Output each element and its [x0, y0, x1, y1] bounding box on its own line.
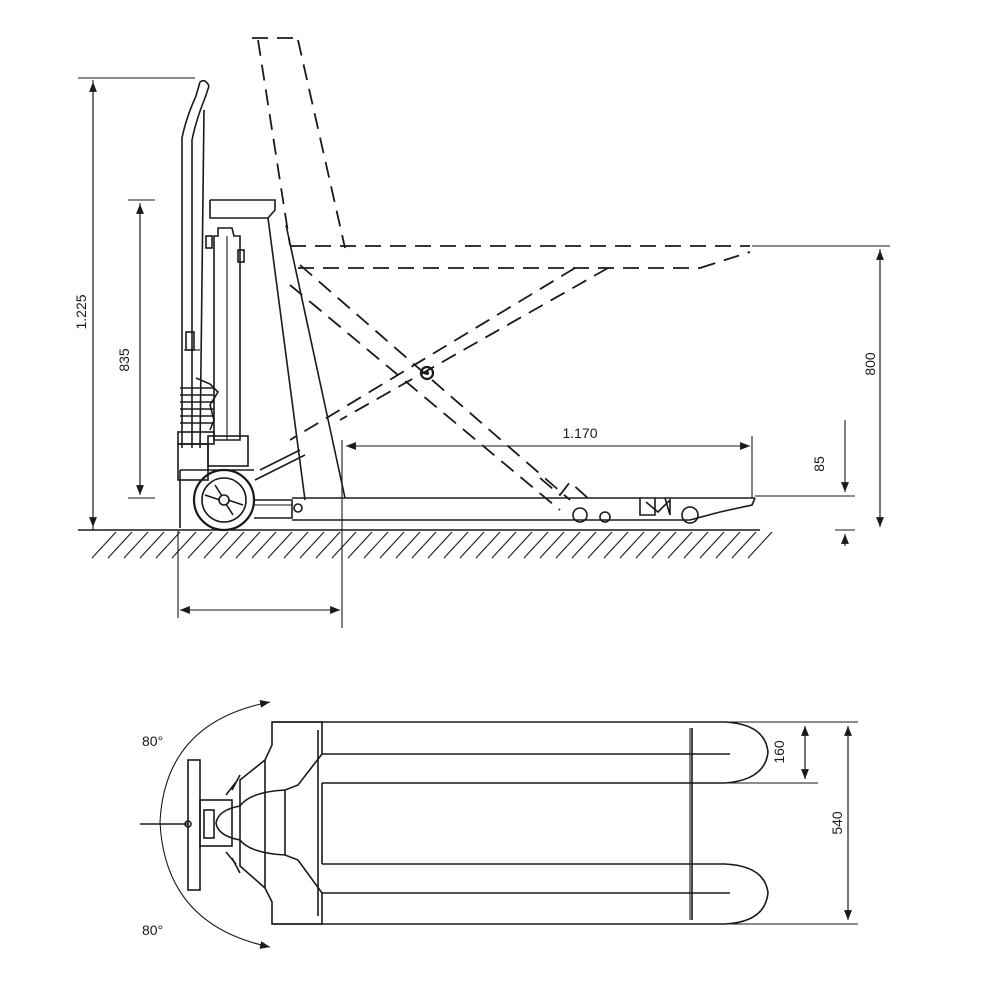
angle-label-bottom: 80° [142, 922, 163, 938]
chassis-top [215, 721, 323, 925]
ground-hatch-line [347, 531, 373, 559]
ground-hatch-line [635, 531, 661, 559]
angle-label-top: 80° [142, 733, 163, 749]
steer-wheel [179, 468, 256, 532]
dim-fork-length: 1.170 [341, 425, 753, 628]
dim-handle-height: 835 [116, 199, 155, 499]
ground-hatch-line [427, 531, 453, 559]
dim-lowered-height: 85 [755, 420, 855, 546]
ground-hatch-line [731, 531, 757, 559]
ground-hatch-line [107, 531, 133, 559]
ground-hatch-line [619, 531, 645, 559]
side-view: 1.225 835 800 85 [73, 37, 890, 628]
dim-label-lowered-height: 85 [811, 456, 827, 472]
dim-label-overall-width: 540 [829, 811, 845, 835]
dim-overall-width: 540 [728, 721, 858, 925]
ground-hatch-line [219, 531, 245, 559]
dim-lift-height: 800 [752, 245, 890, 527]
mast-body [205, 199, 346, 501]
ground-hatch-line [715, 531, 741, 559]
steering-arc: 80° 80° [142, 699, 271, 949]
dim-label-handle-height: 835 [116, 348, 132, 372]
ground-hatch-line [475, 531, 501, 559]
ground-hatch-line [459, 531, 485, 559]
ground-hatch-line [539, 531, 565, 559]
top-view: 80° 80° 160 540 [140, 699, 858, 949]
handle-top [140, 759, 241, 891]
ground-hatch-line [555, 531, 581, 559]
dim-label-lift-height: 800 [862, 352, 878, 376]
ground-hatch-line [443, 531, 469, 559]
ground-hatch-line [667, 531, 693, 559]
ground [78, 529, 773, 559]
ground-hatch-line [603, 531, 629, 559]
ground-hatch-line [235, 531, 261, 559]
ground-hatch-line [267, 531, 293, 559]
ground-hatch-line [683, 531, 709, 559]
pump-spring [177, 377, 249, 481]
dim-overall-height: 1.225 [73, 77, 195, 530]
ground-hatch-line [155, 531, 181, 559]
ground-hatch-line [171, 531, 197, 559]
dim-base-length [177, 530, 340, 618]
raised-forks-dashed [289, 245, 751, 441]
ground-hatch-line [251, 531, 277, 559]
ground-hatch-line [203, 531, 229, 559]
ground-hatch-line [283, 531, 309, 559]
ground-hatch-line [699, 531, 725, 559]
dim-fork-width: 160 [728, 721, 818, 784]
ground-hatch-line [91, 531, 117, 559]
ground-hatch-line [187, 531, 213, 559]
handle [181, 79, 210, 449]
ground-hatch-line [491, 531, 517, 559]
ground-hatch-line [523, 531, 549, 559]
ground-hatch-line [363, 531, 389, 559]
fork-lowered [254, 497, 756, 524]
raised-handle-dashed [252, 37, 346, 249]
ground-hatch-line [299, 531, 325, 559]
ground-hatch-line [507, 531, 533, 559]
ground-hatch-line [571, 531, 597, 559]
ground-hatch-line [411, 531, 437, 559]
ground-hatch-line [139, 531, 165, 559]
forks-top [272, 721, 769, 925]
ground-hatch-line [395, 531, 421, 559]
ground-hatch-line [651, 531, 677, 559]
ground-hatch-line [331, 531, 357, 559]
ground-hatch-line [747, 531, 773, 559]
dim-label-overall-height: 1.225 [73, 294, 89, 329]
ground-hatch-line [315, 531, 341, 559]
dim-label-fork-width: 160 [771, 740, 787, 764]
dim-label-fork-length: 1.170 [562, 425, 597, 441]
ground-hatch-line [587, 531, 613, 559]
ground-hatch-line [379, 531, 405, 559]
ground-hatch-line [123, 531, 149, 559]
scissor-arm-dashed [289, 264, 611, 523]
